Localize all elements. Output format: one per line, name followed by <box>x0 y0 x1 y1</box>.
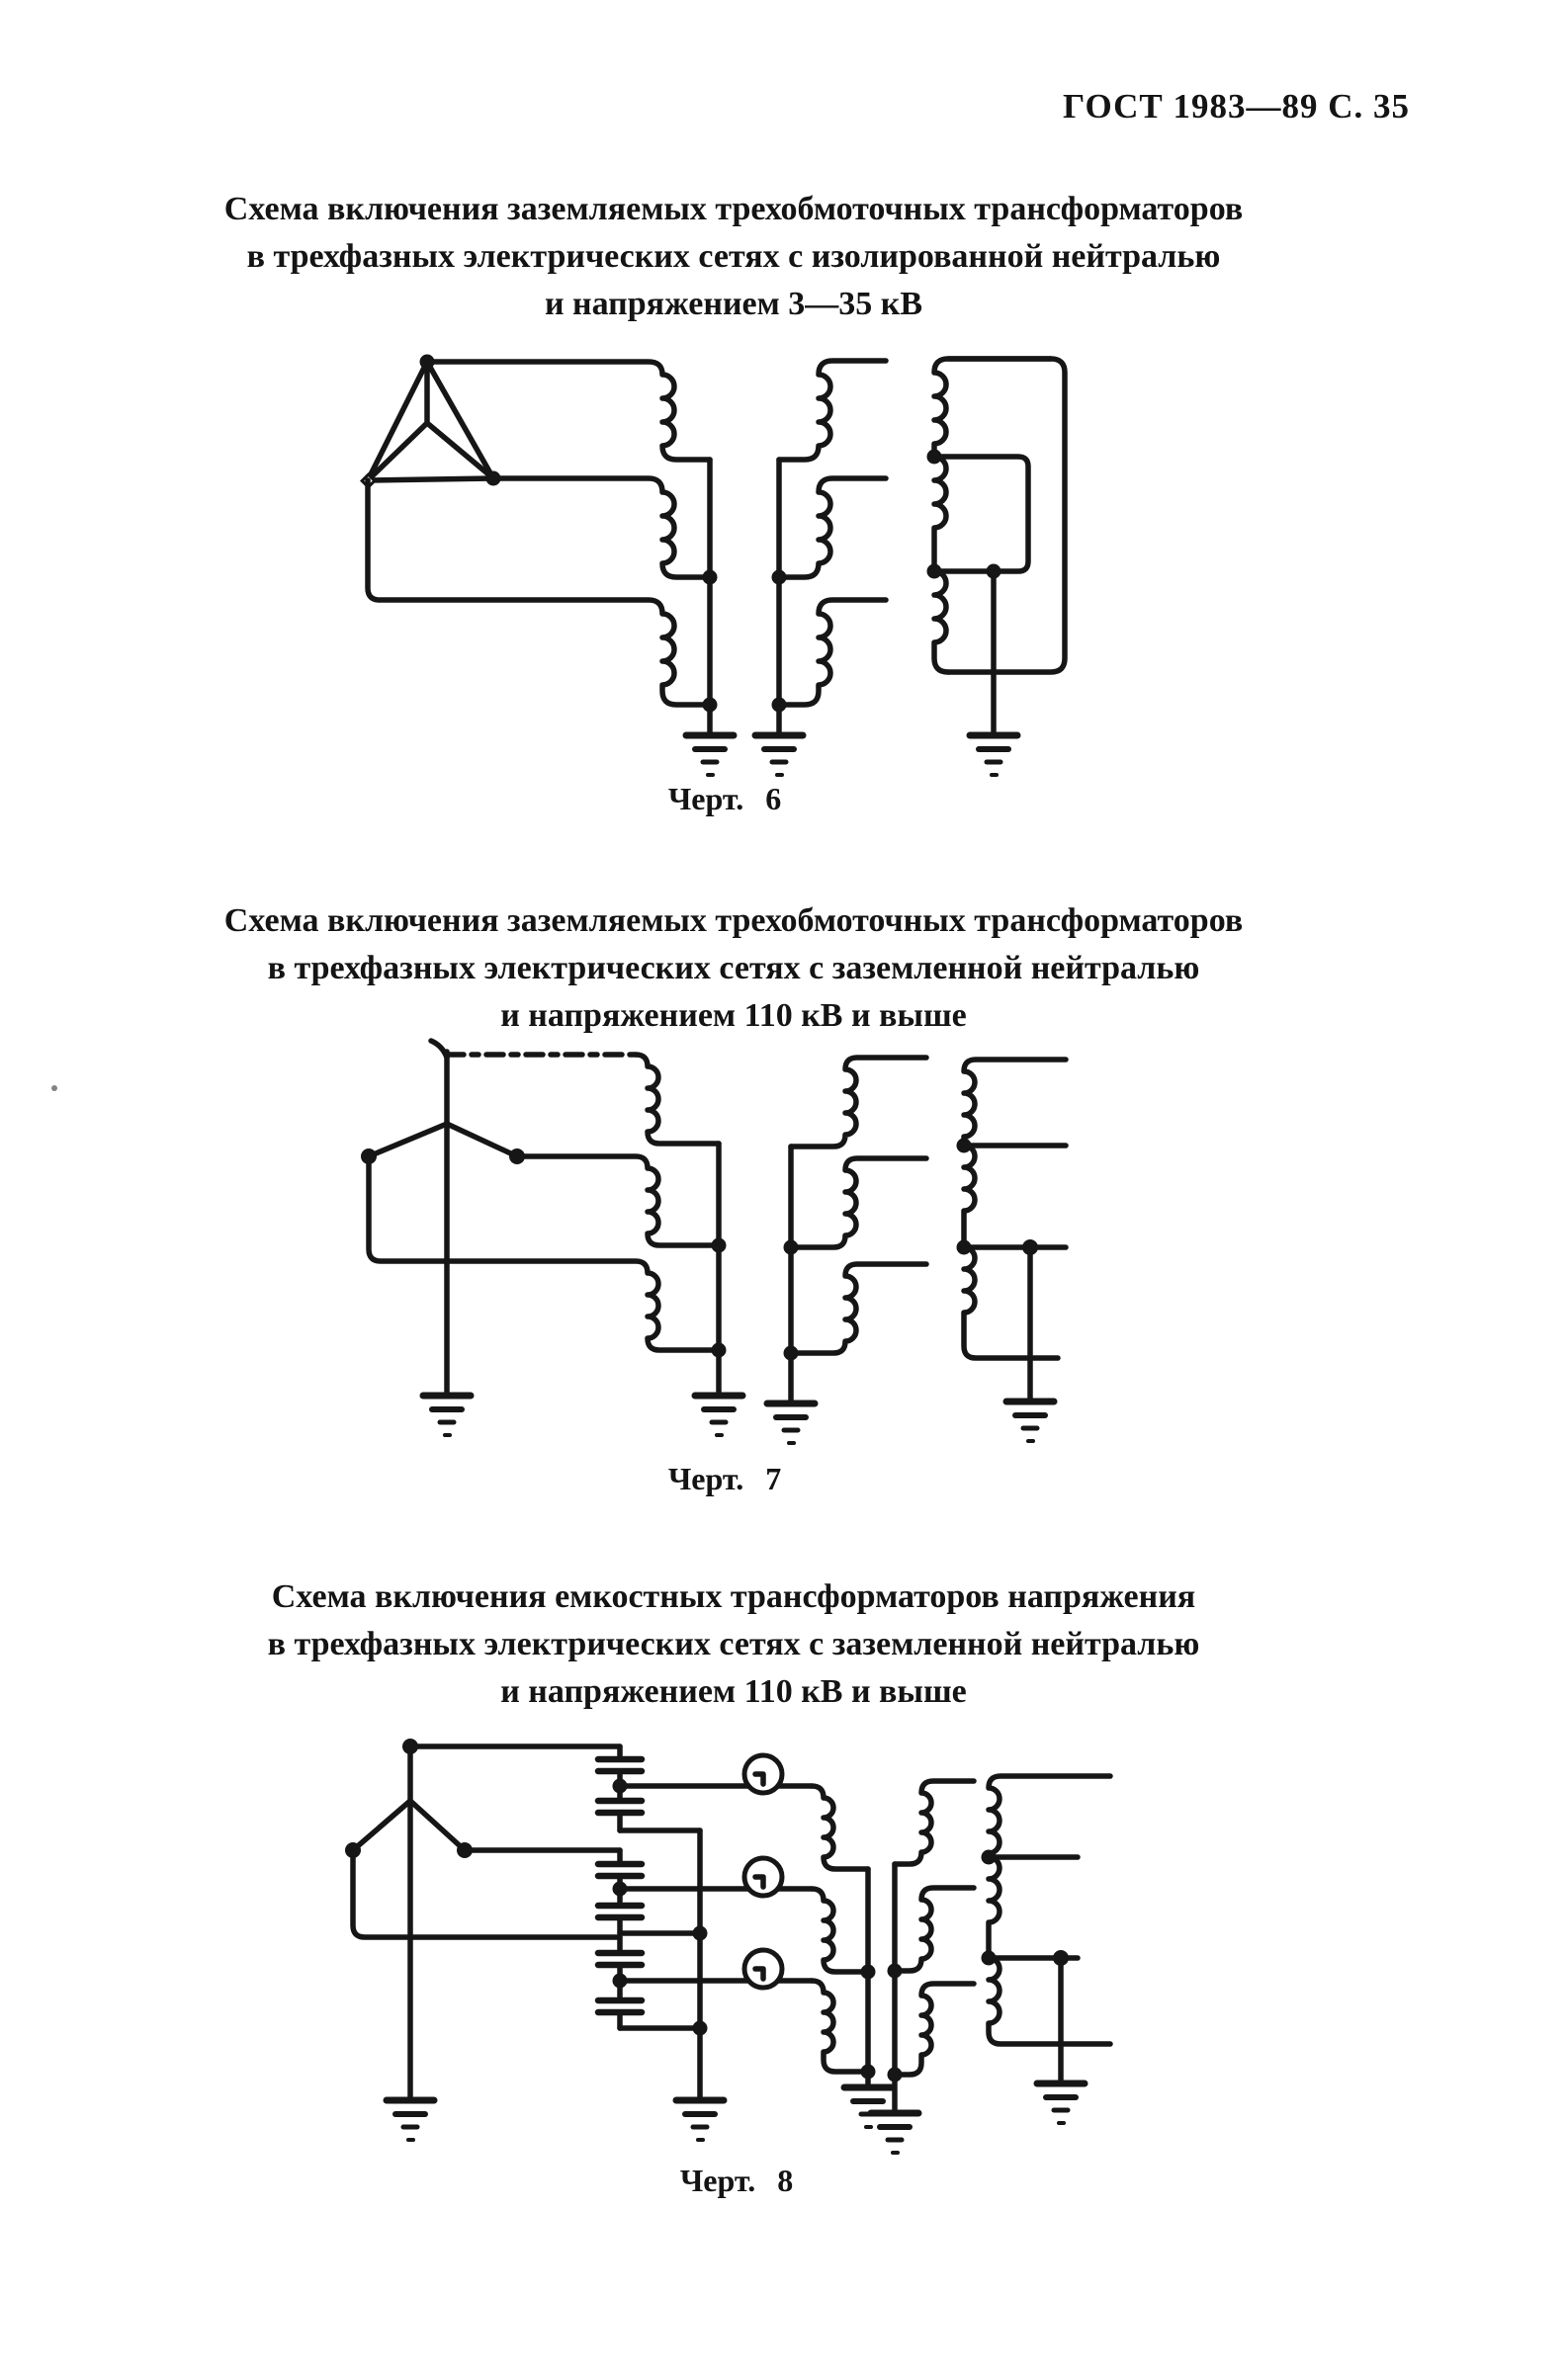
figure-6-title-line-1: Схема включения заземляемых трехобмоточн… <box>223 191 1244 227</box>
figure-8-title: Схема включения емкостных трансформаторо… <box>8 1573 1459 1716</box>
transformer-unit-tertiary <box>926 356 1068 775</box>
delta-winding-symbol <box>360 354 501 489</box>
figure-8-diagram <box>345 1739 1113 2174</box>
figure-8-title-line-1: Схема включения емкостных трансформаторо… <box>271 1578 1196 1615</box>
autotransformer-unit <box>956 1057 1069 1441</box>
ground-symbol <box>387 2100 434 2140</box>
figure-7-title-line-3: и напряжением 110 кВ и выше <box>500 997 967 1034</box>
figure-6-title-line-3: и напряжением 3—35 кВ <box>544 286 923 322</box>
ground-symbol <box>1006 1402 1054 1441</box>
figure-6-title-line-2: в трехфазных электрических сетях с изоли… <box>246 238 1221 275</box>
figure-6-title: Схема включения заземляемых трехобмоточн… <box>8 186 1459 328</box>
transformer-unit-secondary <box>755 358 889 775</box>
reactor-symbol <box>741 1855 785 1899</box>
reactor-symbol <box>741 1947 785 1991</box>
figure-7-caption: Черт. 7 <box>667 1461 782 1496</box>
star-winding-symbol <box>345 1739 623 2140</box>
transformer-unit-primary <box>366 1052 742 1435</box>
ground-symbol <box>871 2113 918 2153</box>
ground-symbol <box>755 735 803 775</box>
figure-7-diagram <box>361 1038 1069 1463</box>
figure-8-title-line-2: в трехфазных электрических сетях с зазем… <box>267 1626 1200 1662</box>
ground-symbol <box>767 1403 815 1443</box>
intermediate-transformer-secondary <box>871 1778 977 2153</box>
ground-symbol <box>1037 2083 1085 2123</box>
ground-symbol <box>844 2087 892 2127</box>
ground-symbol <box>695 1396 742 1435</box>
reactor-leads <box>617 1752 815 1991</box>
ground-symbol <box>423 1396 471 1435</box>
ground-symbol <box>970 735 1017 775</box>
intermediate-transformer-primary <box>809 1783 892 2127</box>
figure-7-title: Схема включения заземляемых трехобмоточн… <box>8 897 1459 1040</box>
scan-speck <box>51 1085 57 1091</box>
autotransformer-unit <box>981 1773 1113 2123</box>
transformer-unit-primary <box>365 359 734 775</box>
capacitor-divider-string <box>594 1743 724 2140</box>
page-header: ГОСТ 1983—89 С. 35 <box>1063 87 1410 126</box>
figure-6-diagram <box>360 354 1068 791</box>
ground-symbol <box>686 735 734 775</box>
figure-8-caption: Черт. 8 <box>679 2163 794 2198</box>
figure-8-title-line-3: и напряжением 110 кВ и выше <box>500 1673 967 1710</box>
figure-7-title-line-1: Схема включения заземляемых трехобмоточн… <box>223 902 1244 939</box>
ground-symbol <box>676 2100 724 2140</box>
reactor-symbol <box>741 1752 785 1796</box>
transformer-unit-secondary <box>767 1055 929 1443</box>
figure-7-title-line-2: в трехфазных электрических сетях с зазем… <box>267 950 1200 986</box>
star-winding-symbol <box>361 1038 639 1435</box>
figure-6-caption: Черт. 6 <box>667 781 782 816</box>
